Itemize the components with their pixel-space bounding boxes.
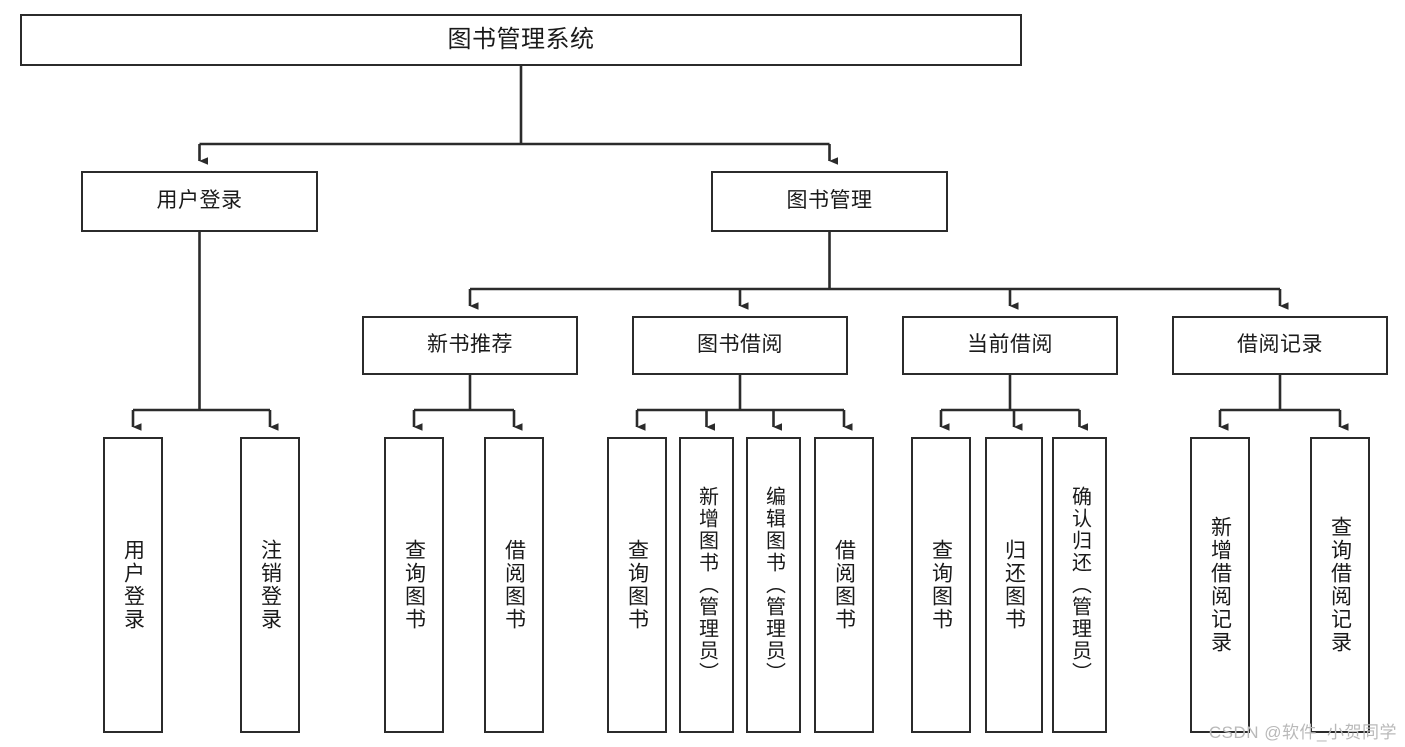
node-borrow[interactable]: 图书借阅 — [632, 316, 848, 375]
node-label: 当前借阅 — [967, 333, 1053, 357]
node-label: 新书推荐 — [427, 333, 513, 357]
node-leaf-user-login[interactable]: 用户登录 — [103, 437, 163, 733]
node-label: 查询图书 — [402, 539, 426, 631]
node-label: 新增图书（管理员） — [695, 486, 718, 684]
node-label: 注销登录 — [258, 539, 282, 631]
node-leaf-c-confirm[interactable]: 确认归还（管理员） — [1052, 437, 1107, 733]
node-leaf-b-query[interactable]: 查询图书 — [607, 437, 667, 733]
node-leaf-new-query[interactable]: 查询图书 — [384, 437, 444, 733]
node-label: 借阅图书 — [502, 539, 526, 631]
node-label: 借阅图书 — [832, 539, 856, 631]
node-leaf-b-edit[interactable]: 编辑图书（管理员） — [746, 437, 801, 733]
node-label: 查询图书 — [929, 539, 953, 631]
node-label: 编辑图书（管理员） — [762, 486, 785, 684]
node-leaf-r-add[interactable]: 新增借阅记录 — [1190, 437, 1250, 733]
node-leaf-c-query[interactable]: 查询图书 — [911, 437, 971, 733]
node-label: 新增借阅记录 — [1208, 516, 1232, 654]
node-label: 查询借阅记录 — [1328, 516, 1352, 654]
node-leaf-b-lend[interactable]: 借阅图书 — [814, 437, 874, 733]
node-leaf-r-query[interactable]: 查询借阅记录 — [1310, 437, 1370, 733]
node-leaf-new-borrow[interactable]: 借阅图书 — [484, 437, 544, 733]
node-leaf-user-logout[interactable]: 注销登录 — [240, 437, 300, 733]
node-label: 用户登录 — [156, 189, 243, 213]
node-label: 查询图书 — [625, 539, 649, 631]
node-label: 归还图书 — [1002, 539, 1026, 631]
node-leaf-c-return[interactable]: 归还图书 — [985, 437, 1043, 733]
node-label: 图书借阅 — [697, 333, 783, 357]
node-label: 图书管理 — [786, 189, 873, 213]
node-newbook[interactable]: 新书推荐 — [362, 316, 578, 375]
node-records[interactable]: 借阅记录 — [1172, 316, 1388, 375]
node-current[interactable]: 当前借阅 — [902, 316, 1118, 375]
node-label: 确认归还（管理员） — [1068, 486, 1091, 684]
node-bookmgmt[interactable]: 图书管理 — [711, 171, 948, 232]
node-label: 借阅记录 — [1237, 333, 1323, 357]
watermark-text: CSDN @软件_小贺同学 — [1208, 723, 1397, 742]
node-login[interactable]: 用户登录 — [81, 171, 318, 232]
node-label: 用户登录 — [121, 539, 145, 631]
node-label: 图书管理系统 — [447, 25, 595, 53]
node-root[interactable]: 图书管理系统 — [20, 14, 1022, 66]
node-leaf-b-add[interactable]: 新增图书（管理员） — [679, 437, 734, 733]
